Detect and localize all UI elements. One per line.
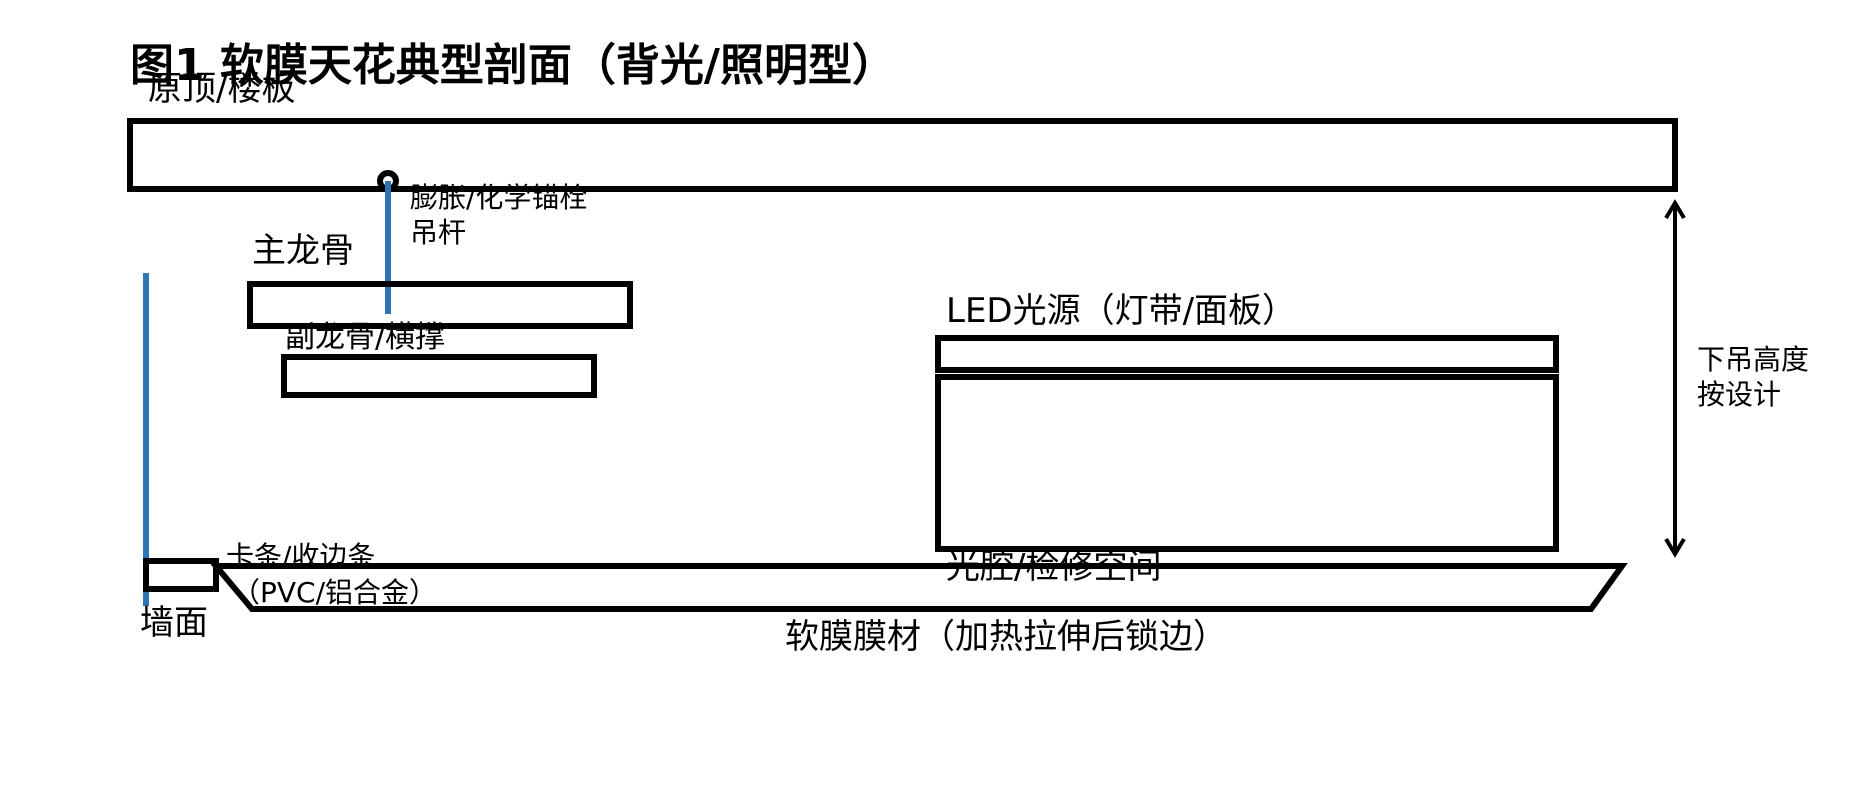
wall-label: 墙面	[140, 603, 208, 643]
diagram-title: 图1 软膜天花典型剖面（背光/照明型）	[130, 40, 896, 91]
sub-keel-rect	[281, 354, 597, 398]
drop-height-label-line1: 下吊高度	[1697, 343, 1809, 376]
clip-label-line2: （PVC/铝合金）	[232, 576, 437, 609]
rod-label: 吊杆	[410, 216, 466, 249]
membrane-label: 软膜膜材（加热拉伸后锁边）	[785, 617, 1227, 657]
edge-clip-rect	[143, 558, 219, 592]
sub-keel-label: 副龙骨/横撑	[285, 320, 445, 355]
main-keel-label: 主龙骨	[252, 231, 354, 271]
led-strip-rect	[935, 335, 1559, 373]
drop-height-arrow-bottom-icon	[1664, 537, 1686, 558]
drop-height-label-line2: 按设计	[1697, 378, 1781, 411]
main-keel-rect	[247, 281, 633, 329]
anchor-label: 膨胀/化学锚栓	[410, 181, 587, 214]
slab-label: 原顶/楼板	[148, 69, 295, 109]
drop-height-arrow-top-icon	[1664, 199, 1686, 220]
light-cavity-rect	[935, 374, 1559, 552]
slab-rect	[127, 118, 1678, 192]
led-label: LED光源（灯带/面板）	[946, 291, 1296, 331]
membrane-shape	[209, 563, 1628, 612]
